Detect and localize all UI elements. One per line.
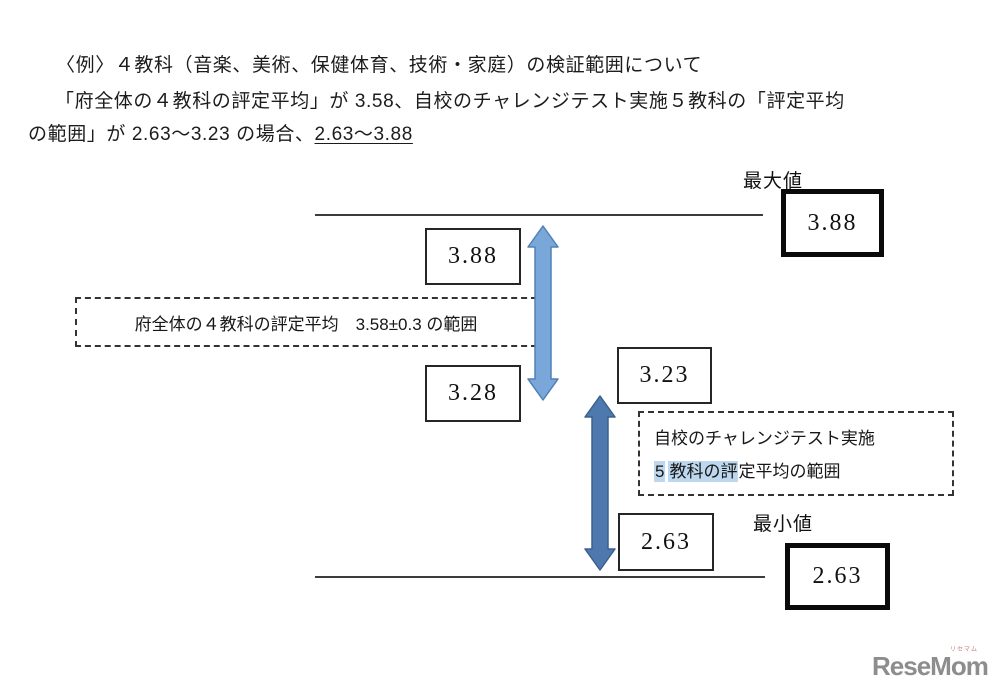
header-line-1: 〈例〉４教科（音楽、美術、保健体育、技術・家庭）の検証範囲について [56, 55, 703, 76]
school-range-label-highlight-1: 5 [654, 461, 666, 482]
header-line-3: の範囲」が 2.63～3.23 の場合、2.63～3.88 [28, 119, 413, 146]
max-value-box: 3.88 [781, 189, 884, 257]
school-upper-value-box: 3.23 [617, 347, 712, 404]
pref-range-arrow-shape [527, 225, 559, 401]
pref-upper-value-box: 3.88 [425, 228, 521, 285]
max-value-label: 最大値 [743, 171, 804, 192]
min-reference-line [315, 576, 765, 578]
school-range-arrow [584, 395, 616, 571]
min-value-box: 2.63 [785, 543, 890, 610]
school-range-label-highlight-2: 教科の評 [668, 461, 739, 482]
max-reference-line [315, 214, 763, 216]
school-lower-value-box: 2.63 [618, 513, 714, 571]
header-line-3-text: の範囲」が 2.63～3.23 の場合、 [28, 124, 315, 145]
pref-range-label-box: 府全体の４教科の評定平均 3.58±0.3 の範囲 [75, 297, 537, 347]
header-line-2: 「府全体の４教科の評定平均」が 3.58、自校のチャレンジテスト実施５教科の「評… [55, 91, 845, 112]
resemom-logo: リセマム ReseMom. [872, 646, 989, 680]
resemom-logo-text: ReseMom. [872, 651, 989, 681]
school-range-label-rest: 定平均の範囲 [738, 462, 841, 481]
resemom-logo-furigana: リセマム [949, 647, 978, 653]
school-range-arrow-shape [584, 395, 616, 571]
min-value-label: 最小値 [753, 514, 814, 535]
header-line-3-underlined-range: 2.63～3.88 [314, 124, 413, 145]
school-range-label-line1: 自校のチャレンジテスト実施 [654, 429, 875, 448]
pref-range-arrow [527, 225, 559, 401]
pref-lower-value-box: 3.28 [425, 365, 521, 422]
